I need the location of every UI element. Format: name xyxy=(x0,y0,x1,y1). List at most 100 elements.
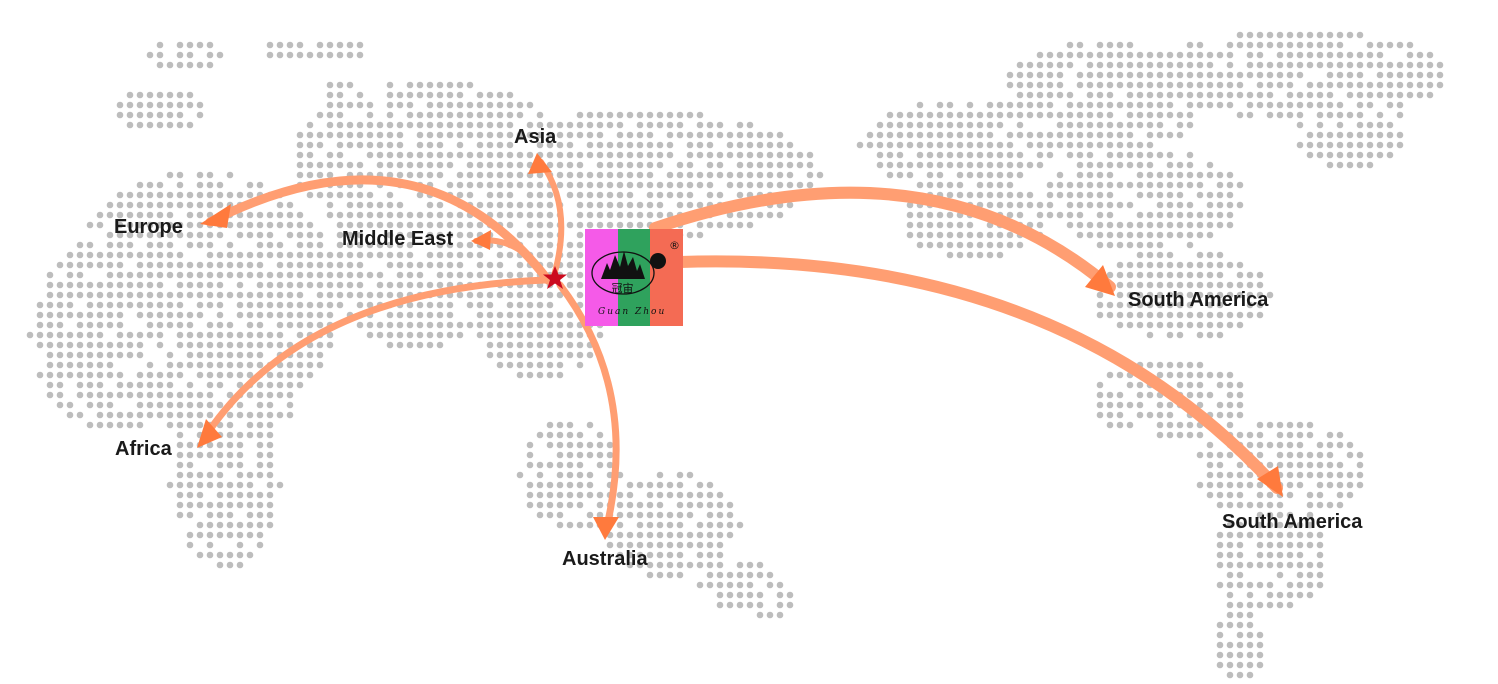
map-dot xyxy=(906,131,914,139)
map-dot xyxy=(756,561,764,569)
map-dot xyxy=(176,501,184,509)
map-dot xyxy=(1186,171,1194,179)
map-dot xyxy=(626,511,634,519)
map-dot xyxy=(646,171,654,179)
map-dot xyxy=(1176,131,1184,139)
map-dot xyxy=(1326,481,1334,489)
map-dot xyxy=(1306,491,1314,499)
map-dot xyxy=(1306,131,1314,139)
map-dot xyxy=(426,131,434,139)
map-dot xyxy=(216,271,224,279)
map-dot xyxy=(316,171,324,179)
map-dot xyxy=(96,331,104,339)
map-dot xyxy=(766,571,774,579)
map-dot xyxy=(1366,101,1374,109)
map-dot xyxy=(476,181,484,189)
map-dot xyxy=(1186,61,1194,69)
map-dot xyxy=(366,271,374,279)
map-dot xyxy=(276,51,284,59)
map-dot xyxy=(566,451,574,459)
map-dot xyxy=(1216,371,1224,379)
map-dot xyxy=(236,481,244,489)
map-dot xyxy=(1246,271,1254,279)
map-dot xyxy=(186,451,194,459)
map-dot xyxy=(376,271,384,279)
map-dot xyxy=(756,171,764,179)
map-dot xyxy=(1266,541,1274,549)
map-dot xyxy=(1136,111,1144,119)
map-dot xyxy=(246,481,254,489)
map-dot xyxy=(146,231,154,239)
map-dot xyxy=(736,591,744,599)
map-dot xyxy=(516,301,524,309)
map-dot xyxy=(936,121,944,129)
map-dot xyxy=(1146,151,1154,159)
map-dot xyxy=(116,211,124,219)
map-dot xyxy=(236,531,244,539)
map-dot xyxy=(1206,61,1214,69)
map-dot xyxy=(96,261,104,269)
map-dot xyxy=(1346,71,1354,79)
map-dot xyxy=(236,471,244,479)
map-dot xyxy=(1186,71,1194,79)
map-dot xyxy=(1246,661,1254,669)
map-dot xyxy=(1256,641,1264,649)
map-dot xyxy=(1186,291,1194,299)
map-dot xyxy=(226,391,234,399)
map-dot xyxy=(906,201,914,209)
map-dot xyxy=(1216,461,1224,469)
map-dot xyxy=(1276,591,1284,599)
map-dot xyxy=(246,191,254,199)
map-dot xyxy=(1106,421,1114,429)
map-dot xyxy=(1236,561,1244,569)
map-dot xyxy=(566,241,574,249)
map-dot xyxy=(626,171,634,179)
map-dot xyxy=(1016,191,1024,199)
map-dot xyxy=(566,271,574,279)
map-dot xyxy=(206,201,214,209)
map-dot xyxy=(1166,361,1174,369)
map-dot xyxy=(516,161,524,169)
map-dot xyxy=(1286,511,1294,519)
map-dot xyxy=(1136,291,1144,299)
map-dot xyxy=(616,171,624,179)
map-dot xyxy=(1136,271,1144,279)
map-dot xyxy=(1176,181,1184,189)
map-dot xyxy=(1146,191,1154,199)
map-dot xyxy=(1016,171,1024,179)
map-dot xyxy=(746,591,754,599)
map-dot xyxy=(146,91,154,99)
map-dot xyxy=(946,121,954,129)
map-dot xyxy=(1276,81,1284,89)
map-dot xyxy=(156,281,164,289)
map-dot xyxy=(606,151,614,159)
map-dot xyxy=(716,221,724,229)
map-dot xyxy=(696,541,704,549)
map-dot xyxy=(1306,451,1314,459)
map-dot xyxy=(36,341,44,349)
map-dot xyxy=(396,341,404,349)
map-dot xyxy=(296,41,304,49)
map-dot xyxy=(1186,151,1194,159)
map-dot xyxy=(1336,161,1344,169)
map-dot xyxy=(416,171,424,179)
map-dot xyxy=(216,191,224,199)
map-dot xyxy=(606,111,614,119)
map-dot xyxy=(466,81,474,89)
map-dot xyxy=(1226,531,1234,539)
map-dot xyxy=(446,161,454,169)
map-dot xyxy=(326,291,334,299)
map-dot xyxy=(1146,111,1154,119)
map-dot xyxy=(706,151,714,159)
map-dot xyxy=(686,471,694,479)
map-dot xyxy=(166,241,174,249)
map-dot xyxy=(196,181,204,189)
map-dot xyxy=(306,311,314,319)
map-dot xyxy=(966,231,974,239)
map-dot xyxy=(1286,101,1294,109)
map-dot xyxy=(516,351,524,359)
map-dot xyxy=(666,121,674,129)
map-dot xyxy=(866,131,874,139)
map-dot xyxy=(556,371,564,379)
map-dot xyxy=(916,221,924,229)
